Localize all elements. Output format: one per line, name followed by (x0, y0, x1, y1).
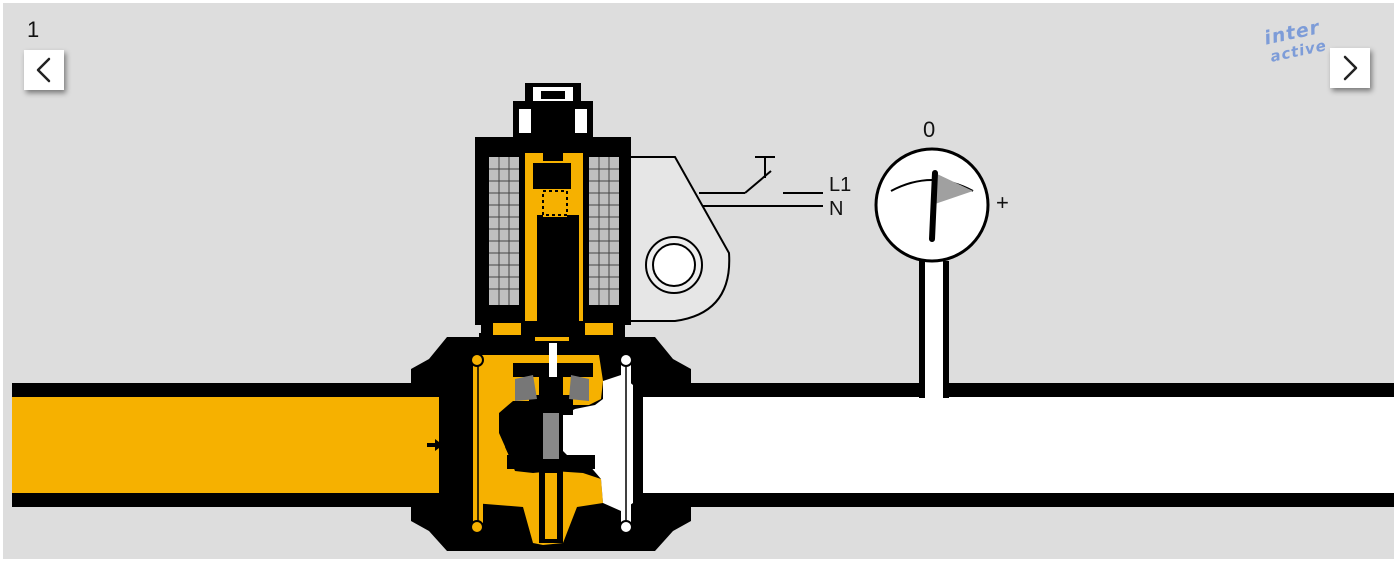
gauge-plus-label: + (996, 190, 1009, 215)
solenoid-valve-diagram (12, 83, 1394, 551)
wire-label-n: N (829, 198, 844, 220)
slide-number: 1 (27, 17, 40, 42)
coil-winding (589, 157, 619, 305)
chevron-right-icon (1343, 55, 1358, 81)
o-ring (619, 520, 633, 534)
solenoid-head (475, 83, 731, 341)
switch-blade (744, 170, 772, 194)
flow-arrow (427, 439, 453, 451)
pipe (12, 383, 1394, 507)
chevron-left-icon (36, 57, 51, 83)
inlet-fluid (12, 397, 472, 493)
interactive-logo: inter active (1258, 16, 1328, 70)
valve-body (411, 333, 691, 551)
gauge-needle (929, 170, 938, 242)
coil-winding (489, 157, 519, 305)
pipe-wall-bottom (12, 492, 1394, 507)
prev-slide-button[interactable] (24, 50, 64, 90)
outlet-empty (603, 397, 1394, 493)
pressure-gauge (874, 147, 990, 398)
next-slide-button[interactable] (1330, 48, 1370, 88)
gauge-zero-label: 0 (923, 117, 936, 142)
o-ring (619, 353, 633, 367)
o-ring (470, 353, 484, 367)
gauge-pressure-wedge (932, 173, 973, 205)
o-ring (470, 520, 484, 534)
wire-label-l1: L1 (829, 174, 852, 196)
slide-stage: 1 inter active L1 N 0 + (3, 3, 1394, 559)
pipe-wall-top (12, 383, 1394, 398)
wiring (699, 156, 823, 207)
